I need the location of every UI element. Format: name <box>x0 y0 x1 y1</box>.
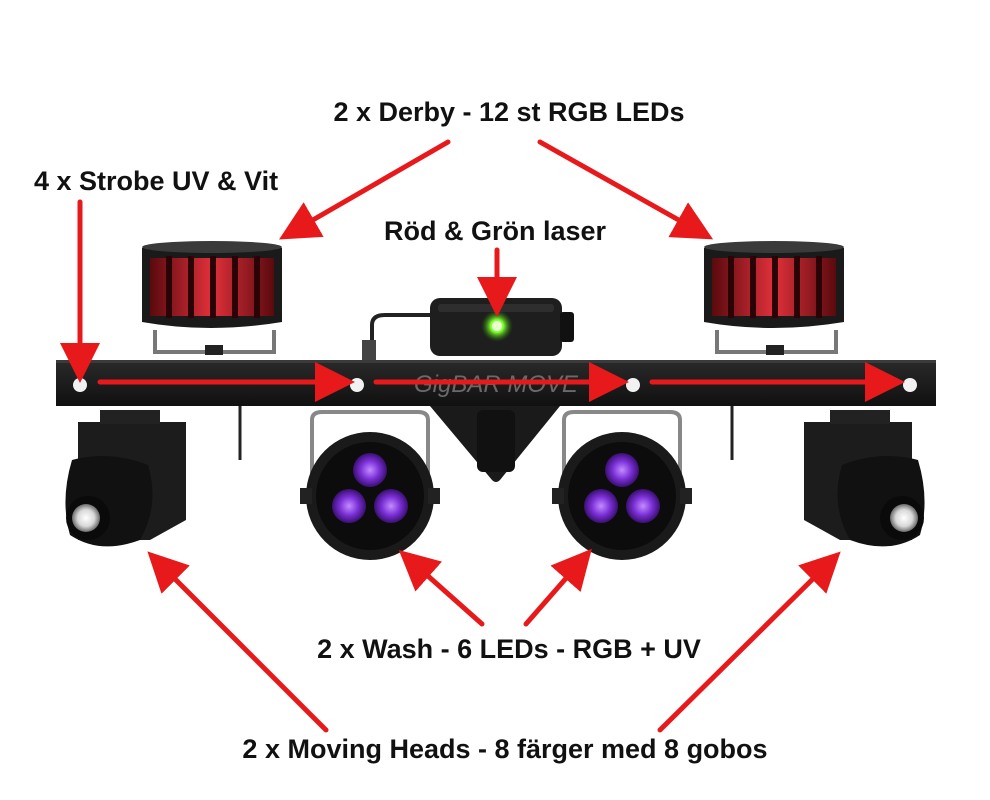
moving-head-right <box>804 410 925 547</box>
label-moving-heads: 2 x Moving Heads - 8 färger med 8 gobos <box>242 734 768 764</box>
center-mount <box>238 406 734 482</box>
arrow-wash-left <box>398 550 485 627</box>
label-strobe: 4 x Strobe UV & Vit <box>34 166 279 196</box>
derby-left <box>142 241 282 355</box>
arrow-derby-left <box>279 139 451 240</box>
label-derby: 2 x Derby - 12 st RGB LEDs <box>333 97 685 127</box>
wash-left <box>300 410 440 560</box>
moving-head-left <box>65 410 186 547</box>
label-wash: 2 x Wash - 6 LEDs - RGB + UV <box>317 634 701 664</box>
arrow-derby-right <box>537 139 714 240</box>
derby-right <box>704 241 844 355</box>
annotation-arrows <box>60 139 905 733</box>
arrow-moving-head-left <box>147 551 329 733</box>
arrow-moving-head-right <box>657 551 841 733</box>
label-laser: Röd & Grön laser <box>383 216 607 246</box>
laser-unit <box>362 298 574 362</box>
wash-right <box>552 410 692 560</box>
arrow-wash-right <box>523 548 592 627</box>
